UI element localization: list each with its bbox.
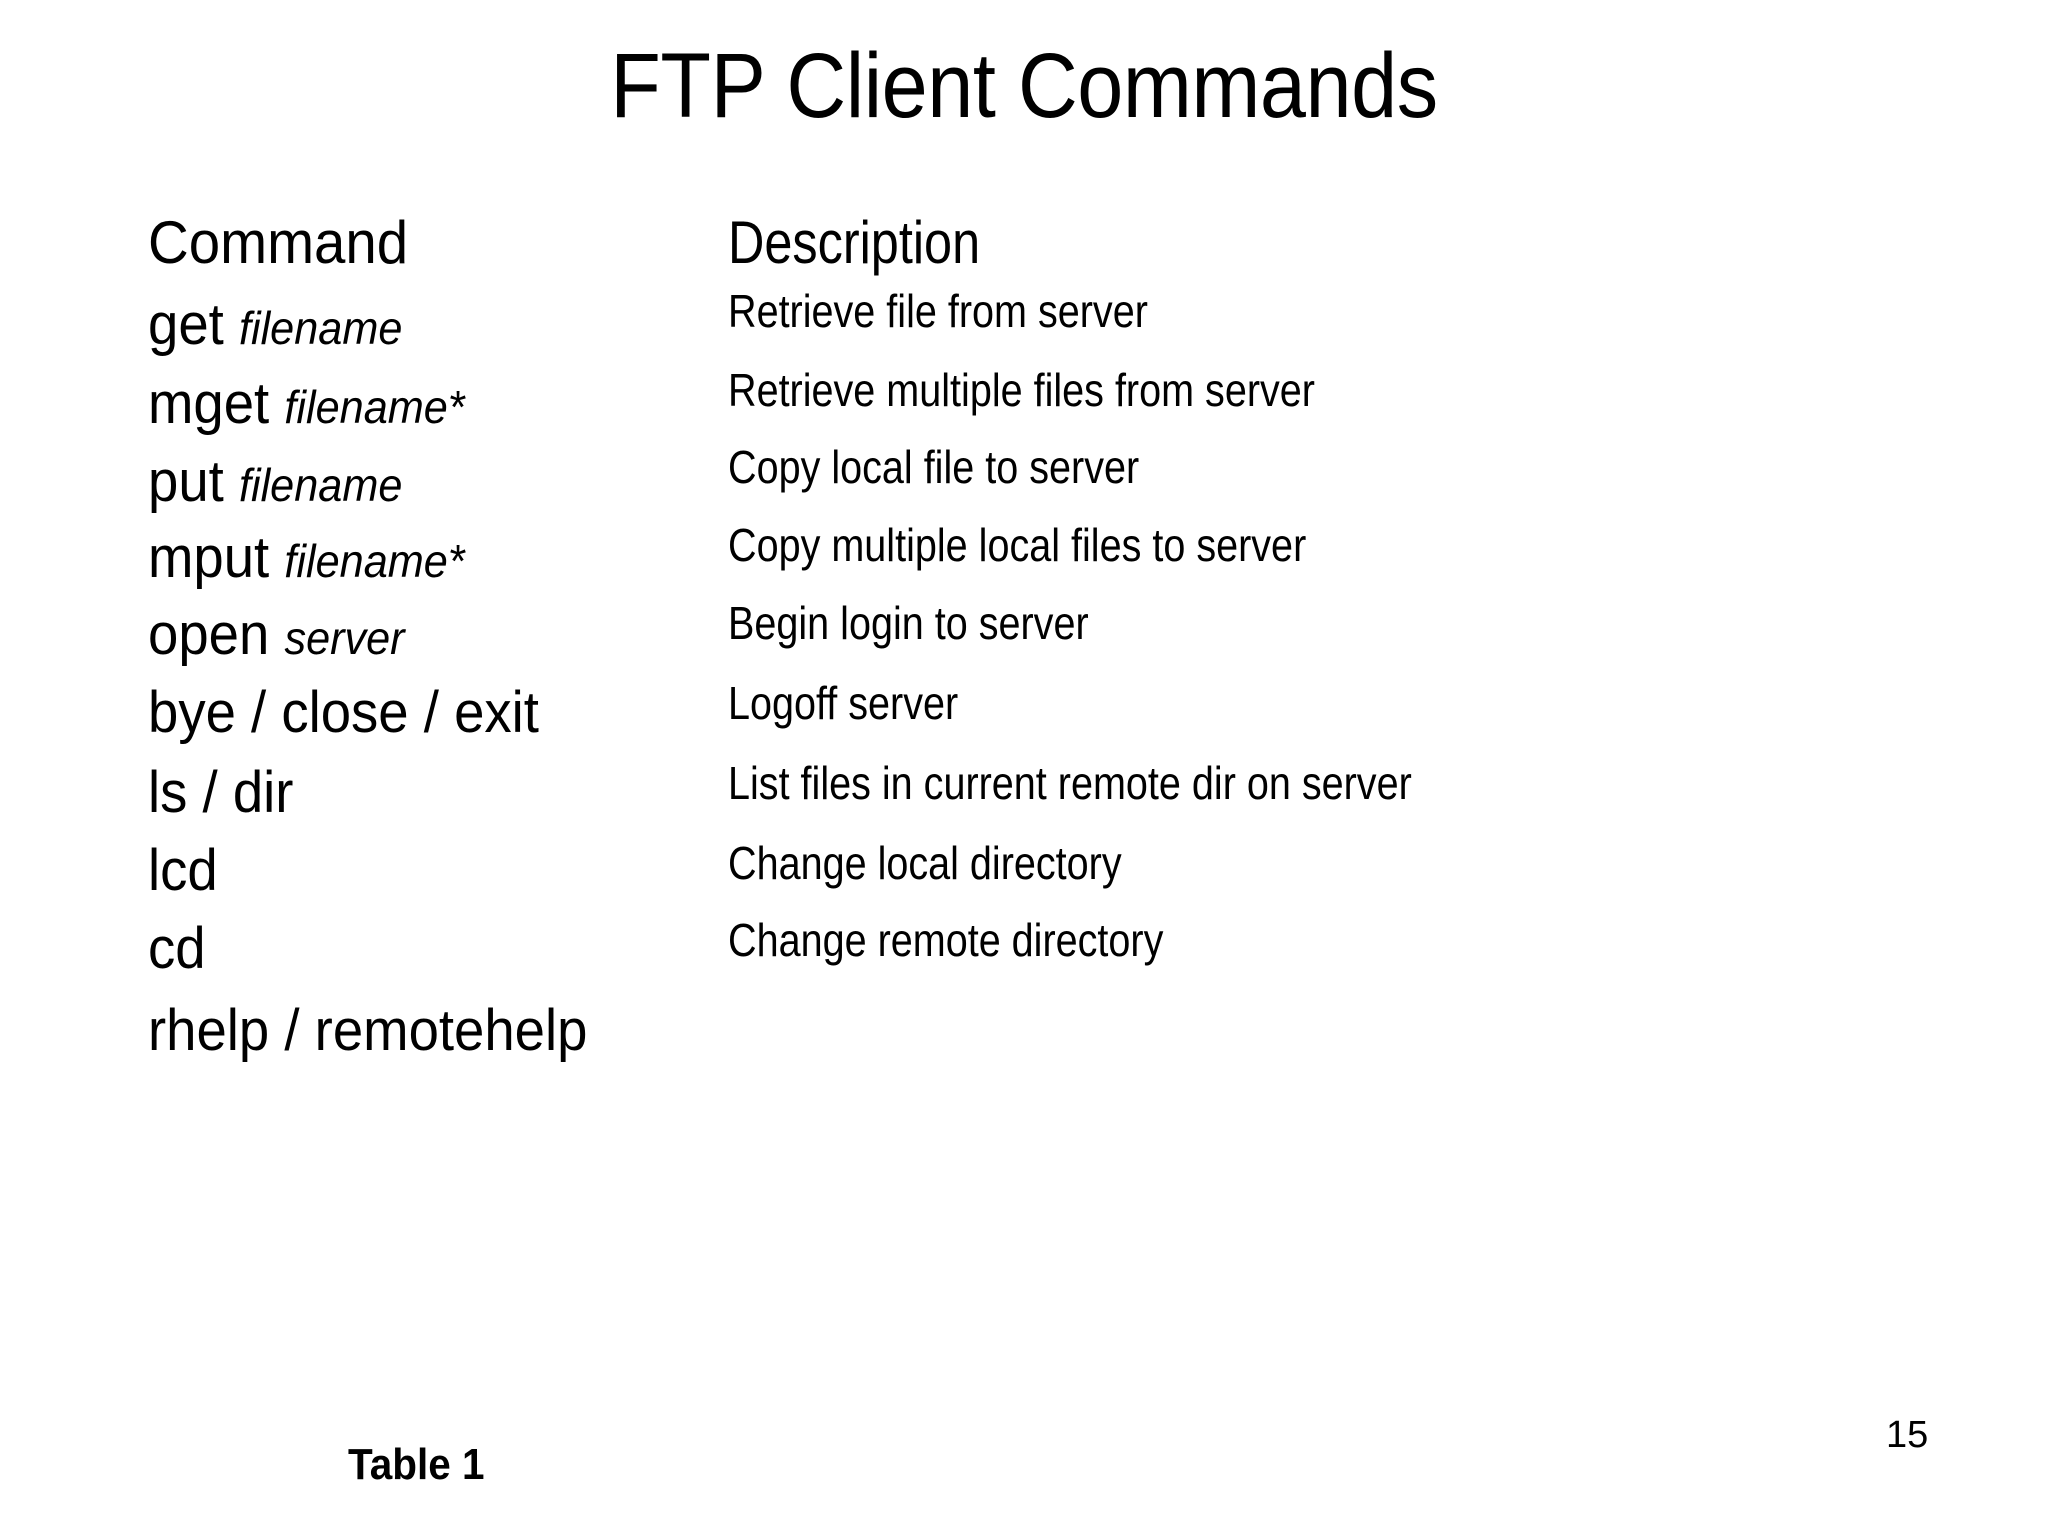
command-argument: server	[284, 612, 405, 664]
table-row-description: Copy local file to server	[728, 441, 1140, 493]
page-title: FTP Client Commands	[610, 35, 1438, 137]
table-row-description: Change remote directory	[728, 914, 1164, 966]
command-name: get	[148, 292, 224, 357]
command-name: cd	[148, 916, 206, 981]
command-name: mput	[148, 525, 270, 590]
table-row-command: rhelp / remotehelp	[148, 1002, 587, 1060]
page-number: 15	[1886, 1414, 1929, 1456]
table-row-command: bye / close / exit	[148, 684, 539, 742]
table-row-command: mput filename*	[148, 529, 465, 587]
table-row-command: open server	[148, 606, 405, 664]
command-argument: filename*	[284, 535, 465, 587]
table-row-description: Retrieve file from server	[728, 285, 1148, 337]
table-row-command: cd	[148, 920, 206, 978]
command-name: open	[148, 602, 270, 667]
table-row-command: lcd	[148, 842, 218, 900]
table-row-description: Begin login to server	[728, 597, 1089, 649]
table-row-description: Retrieve multiple files from server	[728, 364, 1315, 416]
table-row-command: get filename	[148, 296, 402, 354]
command-name: put	[148, 449, 224, 514]
table-row-command: mget filename*	[148, 375, 465, 433]
command-name: rhelp / remotehelp	[148, 998, 588, 1063]
command-argument: filename	[238, 302, 403, 354]
command-argument: filename*	[284, 381, 465, 433]
command-name: bye / close / exit	[148, 680, 539, 745]
table-row-command: put filename	[148, 453, 402, 511]
table-row-description: Change local directory	[728, 837, 1122, 889]
command-name: mget	[148, 371, 270, 436]
table-row-description: Copy multiple local files to server	[728, 519, 1307, 571]
column-header-description: Description	[728, 209, 981, 276]
table-caption: Table 1	[348, 1440, 485, 1489]
table-row-description: Logoff server	[728, 677, 959, 729]
table-row-command: ls / dir	[148, 764, 293, 822]
table-row-description: List files in current remote dir on serv…	[728, 757, 1412, 809]
command-argument: filename	[238, 459, 403, 511]
command-name: ls / dir	[148, 760, 294, 825]
command-name: lcd	[148, 838, 218, 903]
column-header-command: Command	[148, 209, 409, 276]
